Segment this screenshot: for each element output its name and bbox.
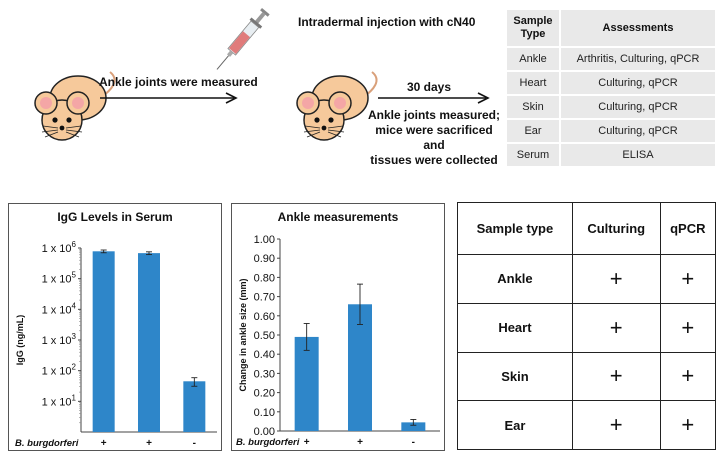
qpcr-mark: +	[659, 400, 717, 450]
y-tick-label: 1.00	[254, 234, 275, 246]
injection-label: Intradermal injection with cN40	[298, 15, 476, 29]
y-tick-label: 0.10	[254, 407, 275, 419]
samples-row-label: Ankle	[457, 254, 573, 304]
step2-label: Ankle joints measured; mice were sacrifi…	[364, 108, 504, 168]
tick-exponent: 1	[72, 393, 77, 402]
y-tick-label: 0.50	[254, 330, 275, 342]
step2-line: tissues were collected	[370, 153, 498, 167]
chart-title: Ankle measurements	[277, 210, 399, 224]
bar	[294, 336, 319, 431]
x-tick-label: +	[146, 438, 152, 449]
bar	[92, 251, 115, 432]
arrow-right-icon	[378, 92, 490, 104]
culturing-mark: +	[571, 302, 661, 353]
tick-exponent: 3	[72, 332, 77, 341]
y-tick-label: 0.70	[254, 292, 275, 304]
arrow-right-icon	[100, 92, 238, 104]
tick-base: 1 x 10	[42, 274, 72, 286]
tick-exponent: 5	[72, 271, 77, 280]
interval-label: 30 days	[407, 80, 452, 94]
culturing-mark: +	[571, 351, 661, 402]
assessments-sample: Serum	[507, 144, 559, 166]
x-tick-label: +	[357, 437, 363, 448]
x-tick-label: +	[101, 438, 107, 449]
y-tick-label: 1 x 103	[42, 332, 77, 347]
y-tick-label: 0.20	[254, 388, 275, 400]
y-tick-label: 0.00	[254, 426, 275, 438]
qpcr-mark: +	[659, 351, 717, 402]
tick-exponent: 2	[72, 363, 77, 372]
y-tick-label: 0.80	[254, 272, 275, 284]
samples-header: Sample type	[457, 202, 573, 255]
samples-header: qPCR	[659, 202, 717, 255]
group-label: B. burgdorferi	[236, 437, 300, 448]
step1-label: Ankle joints were measured	[99, 75, 258, 89]
group-label: B. burgdorferi	[15, 438, 79, 449]
bar	[138, 253, 160, 432]
y-tick-label: 1 x 101	[42, 393, 77, 408]
y-tick-label: 1 x 105	[42, 271, 77, 286]
x-tick-label: +	[304, 437, 310, 448]
bar	[348, 304, 372, 431]
chart-title: IgG Levels in Serum	[57, 210, 173, 224]
assessments-header-assessments: Assessments	[561, 10, 715, 46]
bar	[183, 381, 206, 432]
qpcr-mark: +	[659, 302, 717, 353]
culturing-mark: +	[571, 254, 661, 304]
samples-row-label: Heart	[457, 302, 573, 353]
x-tick-label: -	[193, 438, 196, 449]
qpcr-mark: +	[659, 254, 717, 304]
workflow-diagram	[34, 8, 490, 141]
y-tick-label: 1 x 106	[42, 240, 77, 255]
tick-base: 1 x 10	[42, 396, 72, 408]
assessments-value: Arthritis, Culturing, qPCR	[561, 48, 715, 70]
ankle-chart-panel: Ankle measurements 1.00 0.90 0.80 0.70 0.60 0…	[231, 203, 445, 451]
samples-row-label: Skin	[457, 351, 573, 402]
ankle-chart: 1.00 0.90 0.80 0.70 0.60 0.50 0.40 0.30 0.20 0.10…	[236, 234, 440, 448]
tick-exponent: 6	[72, 240, 77, 249]
y-tick-label: 0.90	[254, 253, 275, 265]
assessments-value: ELISA	[561, 144, 715, 166]
bar	[401, 422, 426, 431]
assessments-value: Culturing, qPCR	[561, 120, 715, 142]
tick-base: 1 x 10	[42, 304, 72, 316]
assessments-value: Culturing, qPCR	[561, 72, 715, 94]
step2-line: Ankle joints measured;	[367, 108, 501, 122]
culturing-mark: +	[571, 400, 661, 450]
y-tick-label: 1 x 104	[42, 301, 77, 316]
samples-table: Sample type Culturing qPCR Ankle + + Hea…	[457, 202, 717, 450]
tick-base: 1 x 10	[42, 335, 72, 347]
y-axis-label: IgG (ng/mL)	[15, 315, 25, 366]
samples-header: Culturing	[571, 202, 661, 255]
x-tick-label: -	[412, 437, 415, 448]
tick-exponent: 4	[72, 301, 77, 310]
tick-base: 1 x 10	[42, 366, 72, 378]
syringe-icon	[216, 8, 270, 70]
assessments-sample: Skin	[507, 96, 559, 118]
assessments-sample: Ankle	[507, 48, 559, 70]
assessments-sample: Ear	[507, 120, 559, 142]
step2-line: mice were sacrificed and	[375, 123, 493, 152]
assessments-sample: Heart	[507, 72, 559, 94]
tick-base: 1 x 10	[42, 243, 72, 255]
y-tick-label: 0.60	[254, 311, 275, 323]
y-tick-label: 1 x 102	[42, 363, 77, 378]
assessments-value: Culturing, qPCR	[561, 96, 715, 118]
samples-row-label: Ear	[457, 400, 573, 450]
y-axis-label: Change in ankle size (mm)	[238, 278, 248, 391]
y-tick-label: 0.40	[254, 349, 275, 361]
y-tick-label: 0.30	[254, 368, 275, 380]
